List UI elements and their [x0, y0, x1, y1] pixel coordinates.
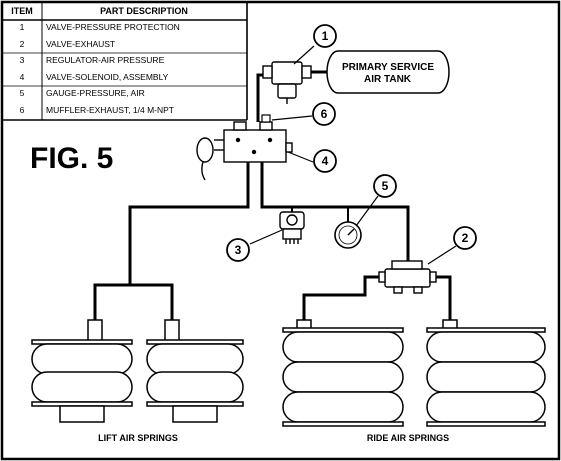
table-row-2-item: 2	[20, 39, 25, 49]
callout-5: 5	[373, 174, 397, 198]
table-header-description: PART DESCRIPTION	[100, 6, 188, 16]
pressure-protection-valve	[262, 61, 312, 104]
figure-label: FIG. 5	[30, 142, 113, 175]
table-row-3-description: REGULATOR-AIR PRESSURE	[46, 55, 165, 65]
tank-label-line2: AIR TANK	[364, 74, 412, 85]
callout-3: 3	[226, 238, 250, 262]
callout-1: 1	[313, 24, 337, 48]
air-pressure-gauge	[334, 221, 362, 249]
callout-4: 4	[313, 149, 337, 173]
callout-1-number: 1	[322, 29, 329, 43]
callout-6: 6	[312, 102, 336, 126]
table-row-4-item: 4	[20, 72, 25, 82]
table-row-6-description: MUFFLER-EXHAUST, 1/4 M-NPT	[46, 105, 174, 115]
table-row-3-item: 3	[20, 55, 25, 65]
table-header-item: ITEM	[11, 6, 33, 16]
primary-service-air-tank: PRIMARY SERVICE AIR TANK	[326, 50, 450, 94]
callout-5-number: 5	[382, 179, 389, 193]
lift-air-springs-label: LIFT AIR SPRINGS	[98, 433, 178, 443]
ride-air-spring-right	[426, 319, 546, 427]
table-row-1-description: VALVE-PRESSURE PROTECTION	[46, 22, 180, 32]
lift-air-spring-right	[146, 319, 244, 423]
table-row-4-description: VALVE-SOLENOID, ASSEMBLY	[46, 72, 169, 82]
exhaust-muffler	[261, 114, 271, 123]
table-row-2-description: VALVE-EXHAUST	[46, 39, 115, 49]
callout-6-number: 6	[321, 107, 328, 121]
exhaust-valve	[378, 260, 437, 294]
callout-2: 2	[453, 226, 477, 250]
parts-table: ITEM PART DESCRIPTION 1 VALVE-PRESSURE P…	[2, 2, 248, 121]
ride-air-springs-label: RIDE AIR SPRINGS	[367, 433, 449, 443]
table-row-5-item: 5	[20, 88, 25, 98]
table-row-6-item: 6	[20, 105, 25, 115]
ride-air-spring-left	[282, 319, 404, 427]
table-row-1-item: 1	[20, 22, 25, 32]
callout-4-number: 4	[322, 154, 329, 168]
tank-label-line1: PRIMARY SERVICE	[342, 62, 434, 73]
table-row-5-description: GAUGE-PRESSURE, AIR	[46, 88, 145, 98]
air-pressure-regulator	[279, 211, 305, 244]
lift-air-spring-left	[31, 319, 133, 423]
solenoid-valve-assembly	[196, 121, 293, 181]
callout-3-number: 3	[235, 243, 242, 257]
callout-leaders	[249, 45, 457, 265]
callout-2-number: 2	[462, 231, 469, 245]
